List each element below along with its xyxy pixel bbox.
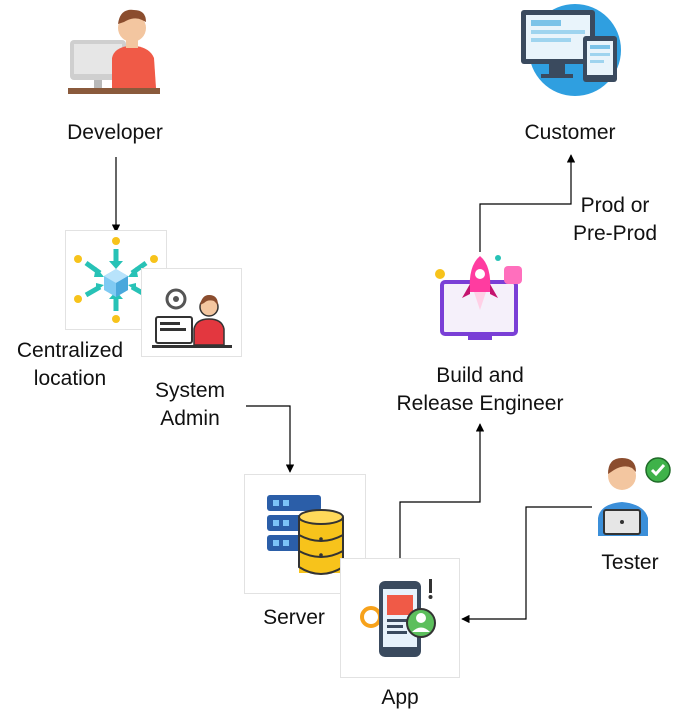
build-label-line1: Build and — [436, 364, 524, 387]
tester-label: Tester — [601, 551, 659, 574]
arrow-app-to-build — [399, 423, 485, 578]
customer-icon — [517, 2, 623, 98]
app-tile — [340, 558, 460, 678]
app-label: App — [381, 686, 419, 709]
developer-label: Developer — [67, 121, 163, 144]
rocket-launch-icon — [432, 252, 528, 344]
centralized-label-line2: location — [33, 367, 107, 390]
arrow-tester-to-app — [461, 506, 592, 624]
hub-icon — [74, 237, 158, 323]
prod-label-line1: Prod or — [580, 194, 650, 217]
centralized-label-line1: Centralized — [16, 339, 124, 362]
arrow-build-to-customer — [479, 154, 576, 252]
sysadmin-label-line2: Admin — [160, 407, 220, 430]
server-label: Server — [263, 606, 325, 629]
prod-label-line2: Pre-Prod — [572, 222, 658, 245]
tester-icon — [592, 452, 676, 536]
sysadmin-label-line1: System — [154, 379, 225, 402]
arrow-sysadmin-to-server — [246, 405, 295, 473]
customer-label: Customer — [524, 121, 616, 144]
developer-icon — [68, 4, 162, 96]
build-label-line2: Release Engineer — [396, 392, 564, 415]
sysadmin-tile — [141, 268, 242, 357]
admin-icon — [152, 288, 232, 348]
mobile-app-icon — [360, 579, 436, 657]
